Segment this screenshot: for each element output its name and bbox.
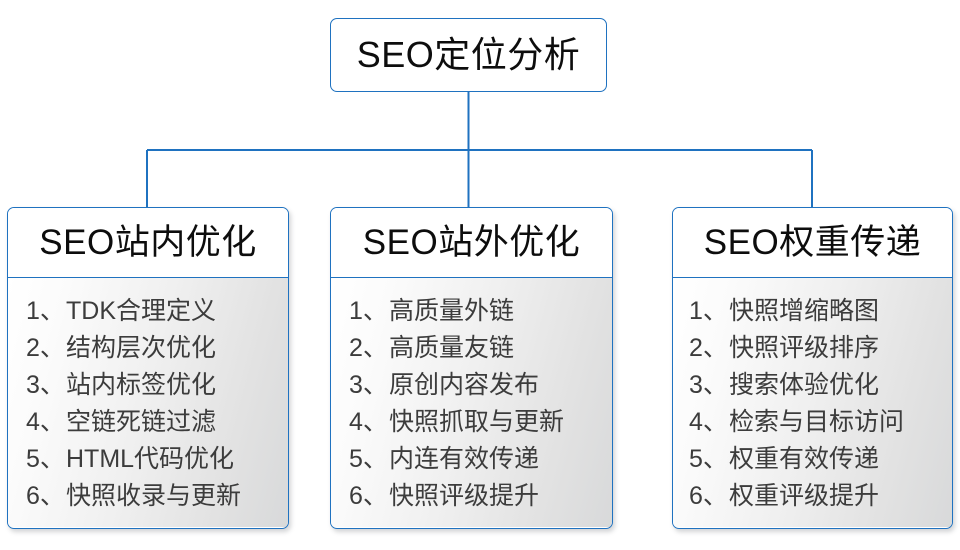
list-item-index: 1、 bbox=[689, 297, 728, 325]
branch-header-1: SEO站内优化 bbox=[8, 208, 288, 278]
list-item-text: TDK合理定义 bbox=[66, 297, 217, 325]
list-item: 3、 站内标签优化 bbox=[26, 367, 288, 404]
list-item-index: 4、 bbox=[689, 408, 728, 436]
list-item: 3、 原创内容发布 bbox=[349, 367, 612, 404]
list-item: 2、 高质量友链 bbox=[349, 330, 612, 367]
branch-body-1: 1、 TDK合理定义 2、 结构层次优化 3、 站内标签优化 4、 空链死链过滤… bbox=[8, 278, 288, 527]
branch-title-1: SEO站内优化 bbox=[39, 223, 257, 262]
list-item-text: 快照收录与更新 bbox=[66, 482, 242, 510]
list-item: 1、 快照增缩略图 bbox=[689, 293, 952, 330]
root-node-label: SEO定位分析 bbox=[356, 34, 581, 75]
list-item-index: 1、 bbox=[26, 297, 65, 325]
list-item: 5、 内连有效传递 bbox=[349, 441, 612, 478]
list-item: 4、 快照抓取与更新 bbox=[349, 404, 612, 441]
list-item-text: 检索与目标访问 bbox=[729, 408, 905, 436]
list-item: 4、 空链死链过滤 bbox=[26, 404, 288, 441]
list-item: 1、 TDK合理定义 bbox=[26, 293, 288, 330]
list-item-index: 5、 bbox=[689, 445, 728, 473]
list-item: 5、 HTML代码优化 bbox=[26, 441, 288, 478]
list-item-text: 权重有效传递 bbox=[729, 445, 880, 473]
list-item-index: 6、 bbox=[26, 482, 65, 510]
branch-header-3: SEO权重传递 bbox=[673, 208, 952, 278]
branch-node-2[interactable]: SEO站外优化 1、 高质量外链 2、 高质量友链 3、 原创内容发布 4、 快 bbox=[330, 207, 613, 529]
list-item: 6、 权重评级提升 bbox=[689, 478, 952, 515]
list-item: 2、 快照评级排序 bbox=[689, 330, 952, 367]
list-item: 4、 检索与目标访问 bbox=[689, 404, 952, 441]
list-item-index: 3、 bbox=[26, 371, 65, 399]
branch-title-2: SEO站外优化 bbox=[362, 223, 581, 262]
branch-body-2: 1、 高质量外链 2、 高质量友链 3、 原创内容发布 4、 快照抓取与更新 5… bbox=[331, 278, 612, 527]
list-item-index: 2、 bbox=[349, 334, 388, 362]
list-item: 1、 高质量外链 bbox=[349, 293, 612, 330]
list-item-text: 原创内容发布 bbox=[389, 371, 540, 399]
branch-node-3[interactable]: SEO权重传递 1、 快照增缩略图 2、 快照评级排序 3、 搜索体验优化 4、 bbox=[672, 207, 953, 529]
list-item-text: 高质量友链 bbox=[389, 334, 515, 362]
list-item-text: 快照抓取与更新 bbox=[389, 408, 565, 436]
list-item-index: 1、 bbox=[349, 297, 388, 325]
branch-title-3: SEO权重传递 bbox=[703, 223, 922, 262]
list-item: 6、 快照评级提升 bbox=[349, 478, 612, 515]
list-item-text: 快照评级排序 bbox=[729, 334, 880, 362]
list-item: 3、 搜索体验优化 bbox=[689, 367, 952, 404]
branch-item-list-3: 1、 快照增缩略图 2、 快照评级排序 3、 搜索体验优化 4、 检索与目标访问… bbox=[689, 293, 952, 515]
list-item: 2、 结构层次优化 bbox=[26, 330, 288, 367]
branch-node-1[interactable]: SEO站内优化 1、 TDK合理定义 2、 结构层次优化 3、 站内标签优化 4… bbox=[7, 207, 289, 529]
list-item-text: 搜索体验优化 bbox=[729, 371, 880, 399]
list-item: 5、 权重有效传递 bbox=[689, 441, 952, 478]
list-item-text: 结构层次优化 bbox=[66, 334, 217, 362]
list-item-text: 快照增缩略图 bbox=[729, 297, 880, 325]
list-item-index: 5、 bbox=[26, 445, 65, 473]
branch-item-list-1: 1、 TDK合理定义 2、 结构层次优化 3、 站内标签优化 4、 空链死链过滤… bbox=[26, 293, 288, 515]
list-item-index: 6、 bbox=[349, 482, 388, 510]
list-item-text: HTML代码优化 bbox=[66, 445, 235, 473]
list-item-text: 快照评级提升 bbox=[389, 482, 540, 510]
list-item-index: 6、 bbox=[689, 482, 728, 510]
branch-item-list-2: 1、 高质量外链 2、 高质量友链 3、 原创内容发布 4、 快照抓取与更新 5… bbox=[349, 293, 612, 515]
list-item-text: 高质量外链 bbox=[389, 297, 515, 325]
list-item-index: 4、 bbox=[26, 408, 65, 436]
branch-header-2: SEO站外优化 bbox=[331, 208, 612, 278]
list-item-text: 权重评级提升 bbox=[729, 482, 880, 510]
branch-body-3: 1、 快照增缩略图 2、 快照评级排序 3、 搜索体验优化 4、 检索与目标访问… bbox=[673, 278, 952, 527]
list-item-index: 3、 bbox=[689, 371, 728, 399]
root-node[interactable]: SEO定位分析 bbox=[330, 18, 607, 92]
list-item-index: 2、 bbox=[689, 334, 728, 362]
list-item-text: 站内标签优化 bbox=[66, 371, 217, 399]
list-item-index: 4、 bbox=[349, 408, 388, 436]
list-item-index: 5、 bbox=[349, 445, 388, 473]
list-item: 6、 快照收录与更新 bbox=[26, 478, 288, 515]
list-item-text: 空链死链过滤 bbox=[66, 408, 217, 436]
list-item-text: 内连有效传递 bbox=[389, 445, 540, 473]
list-item-index: 2、 bbox=[26, 334, 65, 362]
list-item-index: 3、 bbox=[349, 371, 388, 399]
